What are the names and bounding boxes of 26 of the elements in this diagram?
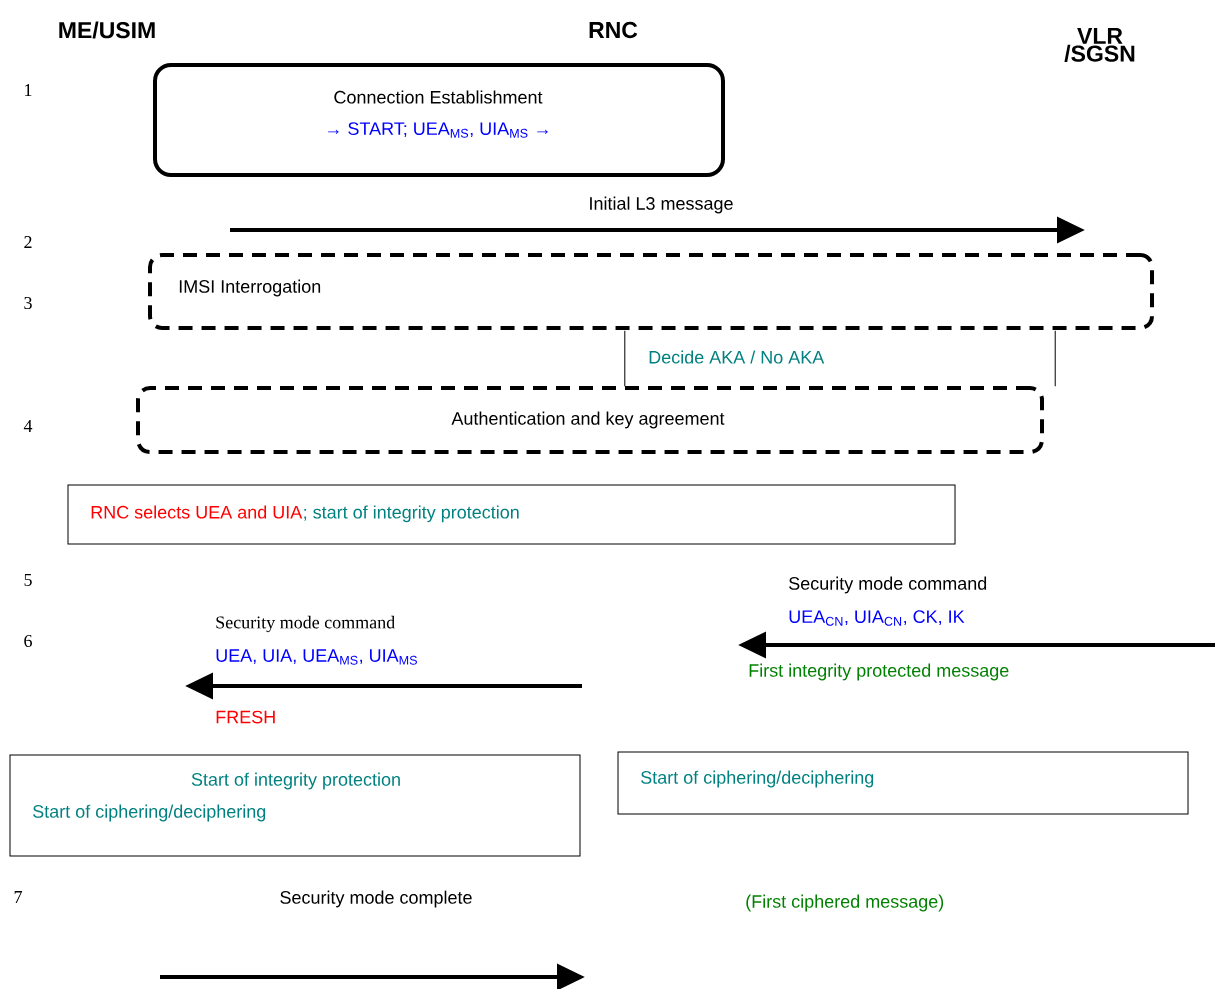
process-box: Start of ciphering/deciphering (617, 751, 1189, 815)
label: UEA$_{CN}$, UIA$_{CN}$, CK, IK (789, 610, 965, 626)
label: Security mode command (789, 576, 987, 594)
label: UEA, UIA, UEA$_{MS}$, UIA$_{MS}$ (216, 649, 417, 665)
label: First integrity protected message (749, 663, 1009, 681)
process-box: RNC selects UEA and UIA; start of integrity protection (67, 484, 956, 545)
label: 5 (24, 574, 32, 586)
label: Security mode complete (280, 890, 472, 908)
column-heading: ME/USIM (59, 21, 155, 39)
process-box: Decide AKA / No AKA (624, 330, 1056, 387)
label: 1 (25, 84, 32, 96)
label: (First ciphered message) (746, 894, 944, 912)
dashed-box: IMSI Interrogation (148, 253, 1154, 330)
rounded-box: Connection Establishment → START; UEA$_{MS}$, UIA$_{MS}$ → (153, 63, 725, 177)
label: 6 (24, 634, 32, 648)
process-box: Start of integrity protection Start of ciphering/deciphering (9, 754, 581, 857)
dashed-box: Authentication and key agreement (136, 386, 1044, 454)
label: Initial L3 message (590, 196, 733, 214)
label: 3 (24, 296, 32, 310)
label: FRESH (216, 710, 275, 724)
label: 2 (24, 236, 32, 248)
column-heading: VLR /SGSN (1064, 28, 1135, 62)
column-heading: RNC (589, 21, 638, 39)
label: 4 (23, 420, 33, 432)
label: 7 (14, 891, 22, 903)
label: Security mode command (216, 615, 395, 633)
